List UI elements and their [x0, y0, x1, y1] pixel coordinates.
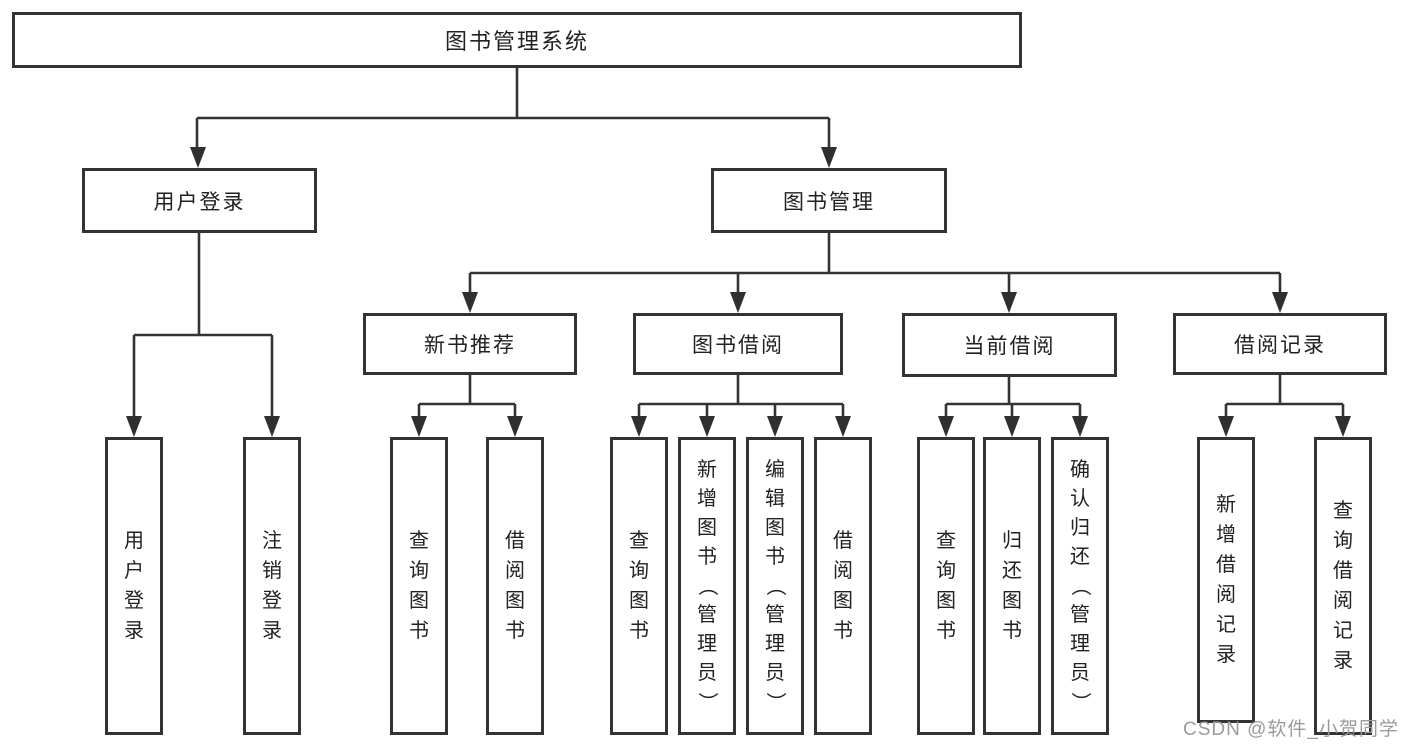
leaf-borrow-books: 借阅图书	[814, 437, 872, 735]
leaf-query-borrow-record: 查询借阅记录	[1314, 437, 1372, 735]
node-label: 查询借阅记录	[1333, 500, 1353, 672]
leaf-user-login: 用户登录	[105, 437, 163, 735]
arrowhead-icons	[126, 147, 1351, 437]
node-book-borrow: 图书借阅	[633, 313, 843, 375]
csdn-watermark: CSDN @软件_小贺同学	[1183, 719, 1399, 740]
node-label: 用户登录	[153, 190, 246, 214]
node-label: 注销登录	[262, 530, 282, 642]
node-label: 新增借阅记录	[1216, 494, 1236, 666]
node-label: 用户登录	[124, 530, 144, 642]
leaf-add-borrow-record: 新增借阅记录	[1197, 437, 1255, 723]
leaf-add-books-admin: 新增图书（管理员）	[678, 437, 736, 735]
leaf-borrow-books-recommend: 借阅图书	[486, 437, 544, 735]
node-label: 新书推荐	[424, 334, 516, 357]
node-user-login: 用户登录	[82, 168, 317, 233]
node-label: 图书管理系统	[444, 29, 589, 54]
leaf-query-books-borrow: 查询图书	[610, 437, 668, 735]
leaf-return-books: 归还图书	[983, 437, 1041, 735]
node-label: 编辑图书（管理员）	[764, 459, 786, 712]
node-root: 图书管理系统	[12, 12, 1022, 68]
node-label: 借阅记录	[1234, 334, 1326, 357]
leaf-confirm-return-admin: 确认归还（管理员）	[1051, 437, 1109, 735]
leaf-query-books-recommend: 查询图书	[390, 437, 448, 735]
node-label: 新增图书（管理员）	[696, 459, 718, 712]
node-label: 查询图书	[409, 530, 429, 642]
node-label: 当前借阅	[963, 335, 1056, 358]
node-label: 图书管理	[783, 190, 875, 214]
node-label: 查询图书	[629, 530, 649, 642]
node-label: 查询图书	[936, 530, 956, 642]
node-label: 借阅图书	[505, 530, 525, 642]
node-label: 借阅图书	[833, 530, 853, 642]
node-current-borrow: 当前借阅	[902, 313, 1117, 377]
leaf-edit-books-admin: 编辑图书（管理员）	[746, 437, 804, 735]
node-new-book-recommend: 新书推荐	[363, 313, 577, 375]
node-label: 图书借阅	[692, 334, 784, 357]
node-label: 归还图书	[1002, 530, 1022, 642]
leaf-logout: 注销登录	[243, 437, 301, 735]
node-label: 确认归还（管理员）	[1069, 459, 1091, 712]
node-book-management: 图书管理	[711, 168, 947, 233]
node-borrow-records: 借阅记录	[1173, 313, 1387, 375]
leaf-query-books-current: 查询图书	[917, 437, 975, 735]
